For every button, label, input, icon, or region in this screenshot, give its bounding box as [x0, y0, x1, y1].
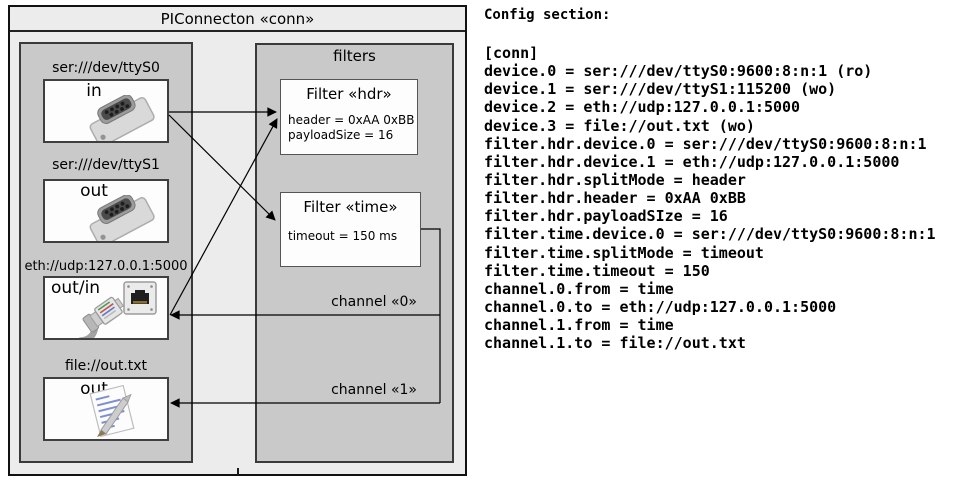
config-line: filter.hdr.device.1 = eth://udp:127.0.0.… — [484, 152, 900, 171]
device-box-ttys1: out — [43, 179, 169, 243]
rj45-jack-icon — [123, 281, 157, 315]
filters-group-label: filters — [333, 47, 376, 65]
filter-time-box: Filter «time» timeout = 150 ms — [280, 192, 421, 267]
device-label-ttys1: ser:///dev/ttyS1 — [52, 157, 160, 173]
config-line: channel.1.to = file://out.txt — [484, 334, 746, 353]
config-line: filter.time.splitMode = timeout — [484, 243, 764, 262]
device-box-eth: out/in — [43, 276, 169, 340]
serial-connector-icon — [89, 95, 155, 141]
config-title: Config section: — [484, 7, 611, 23]
filter-param: payloadSize = 16 — [288, 128, 394, 142]
config-line: filter.time.device.0 = ser:///dev/ttyS0:… — [484, 225, 936, 244]
config-line: filter.hdr.payloadSIze = 16 — [484, 207, 728, 226]
config-line: filter.time.timeout = 150 — [484, 261, 710, 280]
filter-param: timeout = 150 ms — [288, 229, 398, 243]
filter-title: Filter «time» — [303, 198, 398, 216]
config-line: device.1 = ser:///dev/ttyS1:115200 (wo) — [484, 80, 837, 99]
channel-0-label: channel «0» — [331, 294, 417, 310]
device-box-ttys0: in — [43, 79, 169, 143]
piconnecton-diagram: PIConnecton «conn» filters ser:///dev/tt… — [8, 5, 467, 476]
config-line: filter.hdr.device.0 = ser:///dev/ttyS0:9… — [484, 134, 927, 153]
diagram-title: PIConnecton «conn» — [10, 7, 465, 32]
config-line: channel.1.from = time — [484, 316, 674, 335]
device-label-eth: eth://udp:127.0.0.1:5000 — [24, 259, 188, 274]
border-notch — [237, 468, 239, 475]
config-line: channel.0.from = time — [484, 279, 674, 298]
ethernet-plug-icon — [77, 296, 125, 338]
config-line: [conn] — [484, 44, 539, 62]
filter-hdr-box: Filter «hdr» header = 0xAA 0xBB payloadS… — [280, 79, 418, 155]
filter-title: Filter «hdr» — [306, 85, 392, 103]
device-box-file: out — [43, 377, 169, 441]
config-listing: [conn] device.0 = ser:///dev/ttyS0:9600:… — [484, 44, 962, 352]
device-direction: out/in — [51, 278, 101, 298]
device-label-ttys0: ser:///dev/ttyS0 — [52, 60, 160, 76]
device-direction: out — [80, 181, 108, 201]
channel-1-label: channel «1» — [331, 382, 417, 398]
config-line: device.2 = eth://udp:127.0.0.1:5000 — [484, 98, 801, 117]
device-direction: in — [86, 81, 102, 101]
notepad-icon — [89, 384, 135, 438]
config-line: device.0 = ser:///dev/ttyS0:9600:8:n:1 (… — [484, 62, 873, 81]
config-line: device.3 = file://out.txt (wo) — [484, 116, 755, 135]
serial-connector-icon — [89, 195, 155, 241]
device-label-file: file://out.txt — [64, 358, 148, 374]
filter-param: header = 0xAA 0xBB — [288, 113, 415, 127]
config-panel: Config section: [conn] device.0 = ser://… — [484, 6, 962, 352]
config-line: channel.0.to = eth://udp:127.0.0.1:5000 — [484, 297, 837, 316]
config-line: filter.hdr.splitMode = header — [484, 170, 746, 189]
pencil-icon — [97, 393, 132, 437]
config-line: filter.hdr.header = 0xAA 0xBB — [484, 189, 746, 208]
